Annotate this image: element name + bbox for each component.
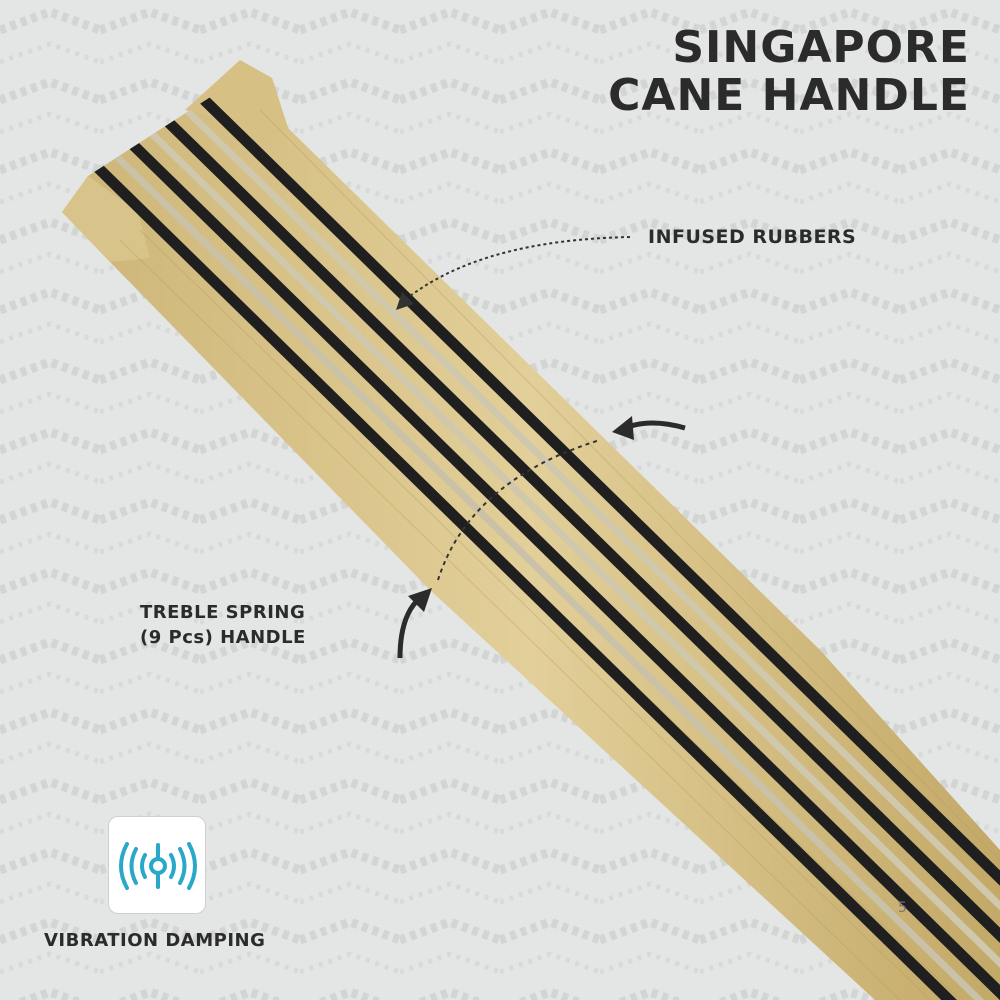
infused-rubbers-pointer: [404, 236, 631, 301]
title-line-1: SINGAPORE: [672, 22, 970, 73]
page-title: SINGAPORE CANE HANDLE: [550, 24, 970, 120]
treble-spring-line-2: (9 Pcs) HANDLE: [140, 627, 306, 648]
treble-spring-line-1: TREBLE SPRING: [140, 602, 306, 623]
rubber-strips: [86, 84, 1000, 1000]
title-line-2: CANE HANDLE: [608, 70, 970, 121]
page-number: 5: [898, 900, 907, 916]
curved-arrow-icon: [612, 416, 686, 440]
vibration-damping-label: VIBRATION DAMPING: [44, 930, 266, 951]
curved-arrow-icon: [397, 588, 432, 659]
vibration-damping-badge: [108, 816, 206, 914]
infused-rubbers-label: INFUSED RUBBERS: [648, 226, 857, 248]
vibration-icon: [119, 842, 197, 890]
arrowhead-icon: [396, 292, 414, 310]
treble-spring-label: TREBLE SPRING (9 Pcs) HANDLE: [140, 600, 306, 650]
